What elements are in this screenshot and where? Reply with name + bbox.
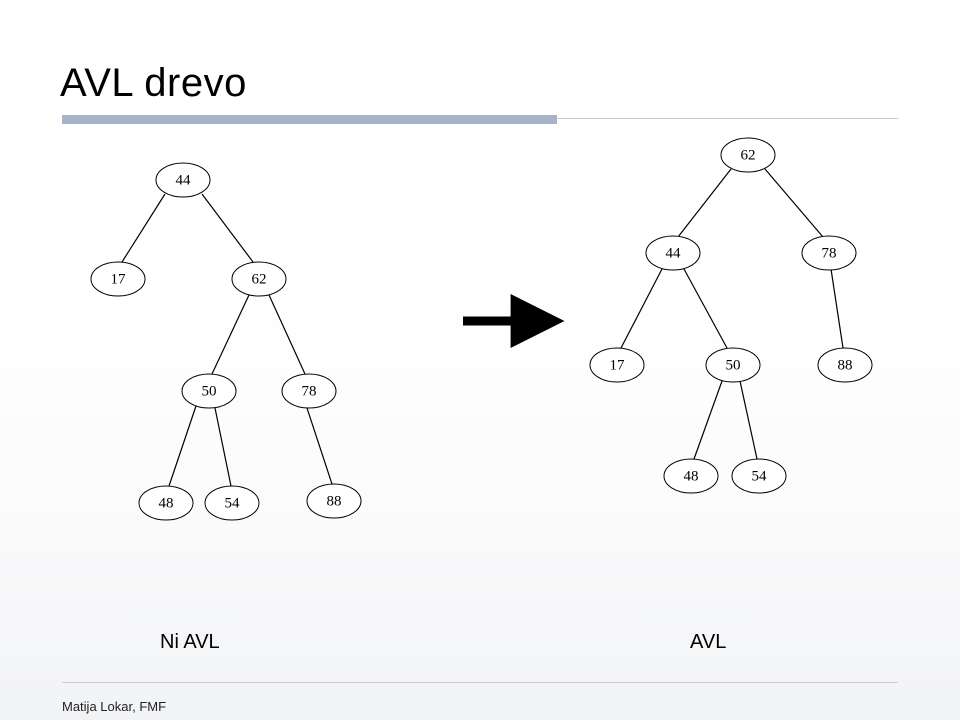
node-label: 62: [741, 147, 756, 163]
tree-node: 54: [731, 458, 787, 494]
tree-node: 54: [204, 485, 260, 521]
node-ellipse: [817, 347, 873, 383]
node-ellipse: [663, 458, 719, 494]
edge: [214, 407, 232, 487]
node-label: 62: [252, 271, 267, 287]
edge: [683, 268, 728, 349]
edge: [201, 193, 254, 263]
node-ellipse: [731, 458, 787, 494]
edge: [677, 168, 732, 238]
edge: [268, 294, 306, 375]
tree-node: 48: [663, 458, 719, 494]
node-label: 54: [752, 468, 768, 484]
node-label: 44: [666, 245, 682, 261]
node-ellipse: [138, 485, 194, 521]
page-title: AVL drevo: [60, 60, 247, 105]
caption-not-avl: Ni AVL: [160, 631, 220, 653]
tree-node: 44: [645, 235, 701, 271]
edge: [693, 380, 723, 460]
edge: [739, 380, 758, 460]
node-ellipse: [90, 261, 146, 297]
edge: [211, 294, 250, 375]
node-ellipse: [155, 162, 211, 198]
node-ellipse: [589, 347, 645, 383]
edge: [620, 268, 663, 349]
node-ellipse: [306, 483, 362, 519]
tree-node: 48: [138, 485, 194, 521]
node-label: 48: [159, 495, 174, 511]
node-ellipse: [720, 137, 776, 173]
node-label: 50: [726, 357, 741, 373]
node-ellipse: [801, 235, 857, 271]
node-ellipse: [281, 373, 337, 409]
node-label: 88: [327, 493, 342, 509]
node-label: 17: [610, 357, 626, 373]
node-label: 50: [202, 383, 217, 399]
node-label: 54: [225, 495, 241, 511]
node-ellipse: [705, 347, 761, 383]
tree-node: 44: [155, 162, 211, 198]
tree-not-avl-group: 44 17 62 50 78 48: [90, 162, 362, 521]
footer-divider: [62, 682, 898, 683]
tree-node: 78: [281, 373, 337, 409]
edge: [121, 193, 166, 263]
node-label: 44: [176, 172, 192, 188]
tree-avl-group: 62 44 78 17 50 88: [589, 137, 873, 494]
tree-node: 50: [181, 373, 237, 409]
tree-node: 88: [817, 347, 873, 383]
footer-author: Matija Lokar, FMF: [62, 699, 167, 714]
node-label: 88: [838, 357, 853, 373]
node-ellipse: [231, 261, 287, 297]
node-label: 78: [822, 245, 837, 261]
edge: [306, 407, 333, 485]
node-ellipse: [645, 235, 701, 271]
tree-node: 17: [589, 347, 645, 383]
node-label: 78: [302, 383, 317, 399]
node-ellipse: [181, 373, 237, 409]
node-ellipse: [204, 485, 260, 521]
node-label: 48: [684, 468, 699, 484]
edge: [764, 168, 824, 238]
tree-node: 62: [231, 261, 287, 297]
tree-node: 88: [306, 483, 362, 519]
tree-not-avl-edges: [121, 193, 333, 487]
edge: [168, 405, 197, 487]
edge: [830, 268, 844, 349]
title-accent-bar: [62, 115, 557, 124]
tree-node: 78: [801, 235, 857, 271]
tree-node: 62: [720, 137, 776, 173]
tree-node: 50: [705, 347, 761, 383]
tree-avl-edges: [620, 168, 844, 460]
tree-node: 17: [90, 261, 146, 297]
caption-avl: AVL: [690, 631, 727, 653]
node-label: 17: [111, 271, 127, 287]
